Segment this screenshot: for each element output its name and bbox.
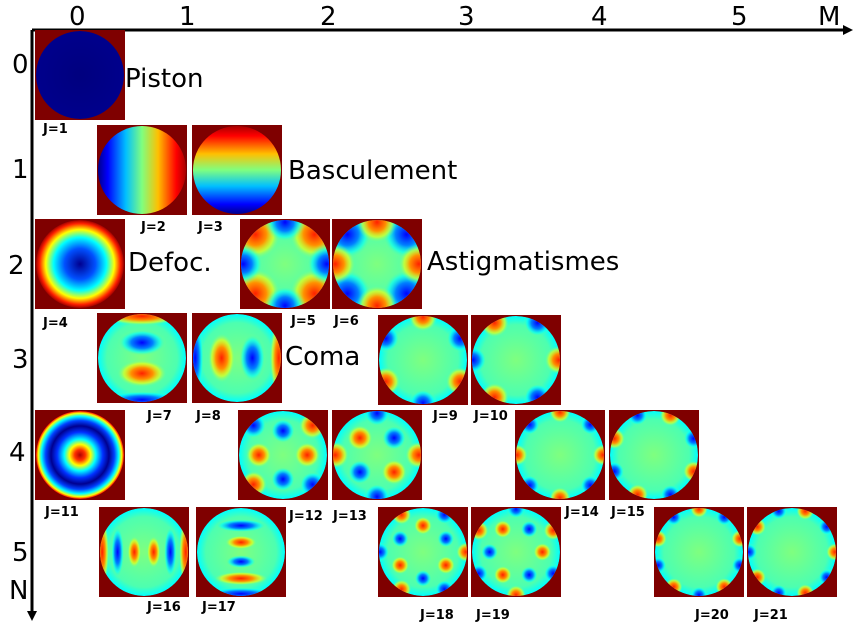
- j-label-11: J=11: [45, 505, 79, 520]
- m-tick-0: 0: [69, 2, 86, 32]
- mode-tiles: [35, 30, 837, 597]
- zernike-mode-6: [332, 219, 422, 309]
- zernike-mode-2: [97, 125, 187, 215]
- m-axis-title: M: [818, 2, 841, 32]
- j-label-5: J=5: [291, 314, 316, 329]
- m-tick-2: 2: [320, 2, 337, 32]
- j-label-15: J=15: [611, 505, 645, 520]
- m-tick-1: 1: [179, 2, 196, 32]
- n-tick-5: 5: [12, 538, 29, 568]
- zernike-mode-1: [35, 30, 125, 120]
- zernike-mode-4: [35, 219, 125, 309]
- zernike-mode-13: [332, 410, 422, 500]
- zernike-mode-3: [192, 125, 282, 215]
- j-label-17: J=17: [202, 600, 236, 615]
- zernike-mode-9: [378, 315, 468, 405]
- zernike-mode-14: [515, 410, 605, 500]
- zernike-mode-8: [192, 313, 282, 403]
- defocus-label: Defoc.: [128, 248, 212, 278]
- coma-label: Coma: [285, 342, 361, 372]
- j-label-19: J=19: [476, 608, 510, 623]
- n-tick-0: 0: [12, 50, 29, 80]
- zernike-mode-11: [35, 410, 125, 500]
- j-label-20: J=20: [695, 608, 729, 623]
- j-label-9: J=9: [433, 409, 458, 424]
- j-label-12: J=12: [289, 509, 323, 524]
- n-tick-2: 2: [8, 251, 25, 281]
- n-tick-4: 4: [9, 438, 26, 468]
- m-tick-4: 4: [591, 2, 608, 32]
- zernike-mode-12: [238, 410, 328, 500]
- zernike-mode-10: [471, 315, 561, 405]
- zernike-mode-18: [378, 507, 468, 597]
- zernike-mode-16: [99, 507, 189, 597]
- j-label-16: J=16: [147, 600, 181, 615]
- zernike-mode-15: [609, 410, 699, 500]
- piston-label: Piston: [125, 64, 204, 94]
- axes: [27, 25, 853, 621]
- j-label-4: J=4: [43, 316, 68, 331]
- zernike-mode-7: [97, 313, 187, 403]
- zernike-mode-17: [196, 507, 286, 597]
- j-label-3: J=3: [198, 220, 223, 235]
- j-label-2: J=2: [141, 220, 166, 235]
- n-tick-1: 1: [12, 155, 29, 185]
- zernike-mode-5: [240, 219, 330, 309]
- j-label-7: J=7: [147, 409, 172, 424]
- zernike-mode-19: [471, 507, 561, 597]
- j-label-10: J=10: [474, 409, 508, 424]
- j-label-21: J=21: [754, 608, 788, 623]
- j-label-1: J=1: [43, 122, 68, 137]
- zernike-mode-21: [747, 507, 837, 597]
- j-label-18: J=18: [420, 608, 454, 623]
- tilt-label: Basculement: [288, 156, 458, 186]
- j-label-6: J=6: [334, 314, 359, 329]
- j-label-8: J=8: [196, 409, 221, 424]
- n-axis-title: N: [9, 576, 29, 606]
- j-label-13: J=13: [333, 509, 367, 524]
- astigmatism-label: Astigmatismes: [427, 247, 620, 277]
- j-label-14: J=14: [565, 505, 599, 520]
- m-tick-3: 3: [458, 2, 475, 32]
- zernike-mode-20: [654, 507, 744, 597]
- m-tick-5: 5: [731, 2, 748, 32]
- n-tick-3: 3: [12, 345, 29, 375]
